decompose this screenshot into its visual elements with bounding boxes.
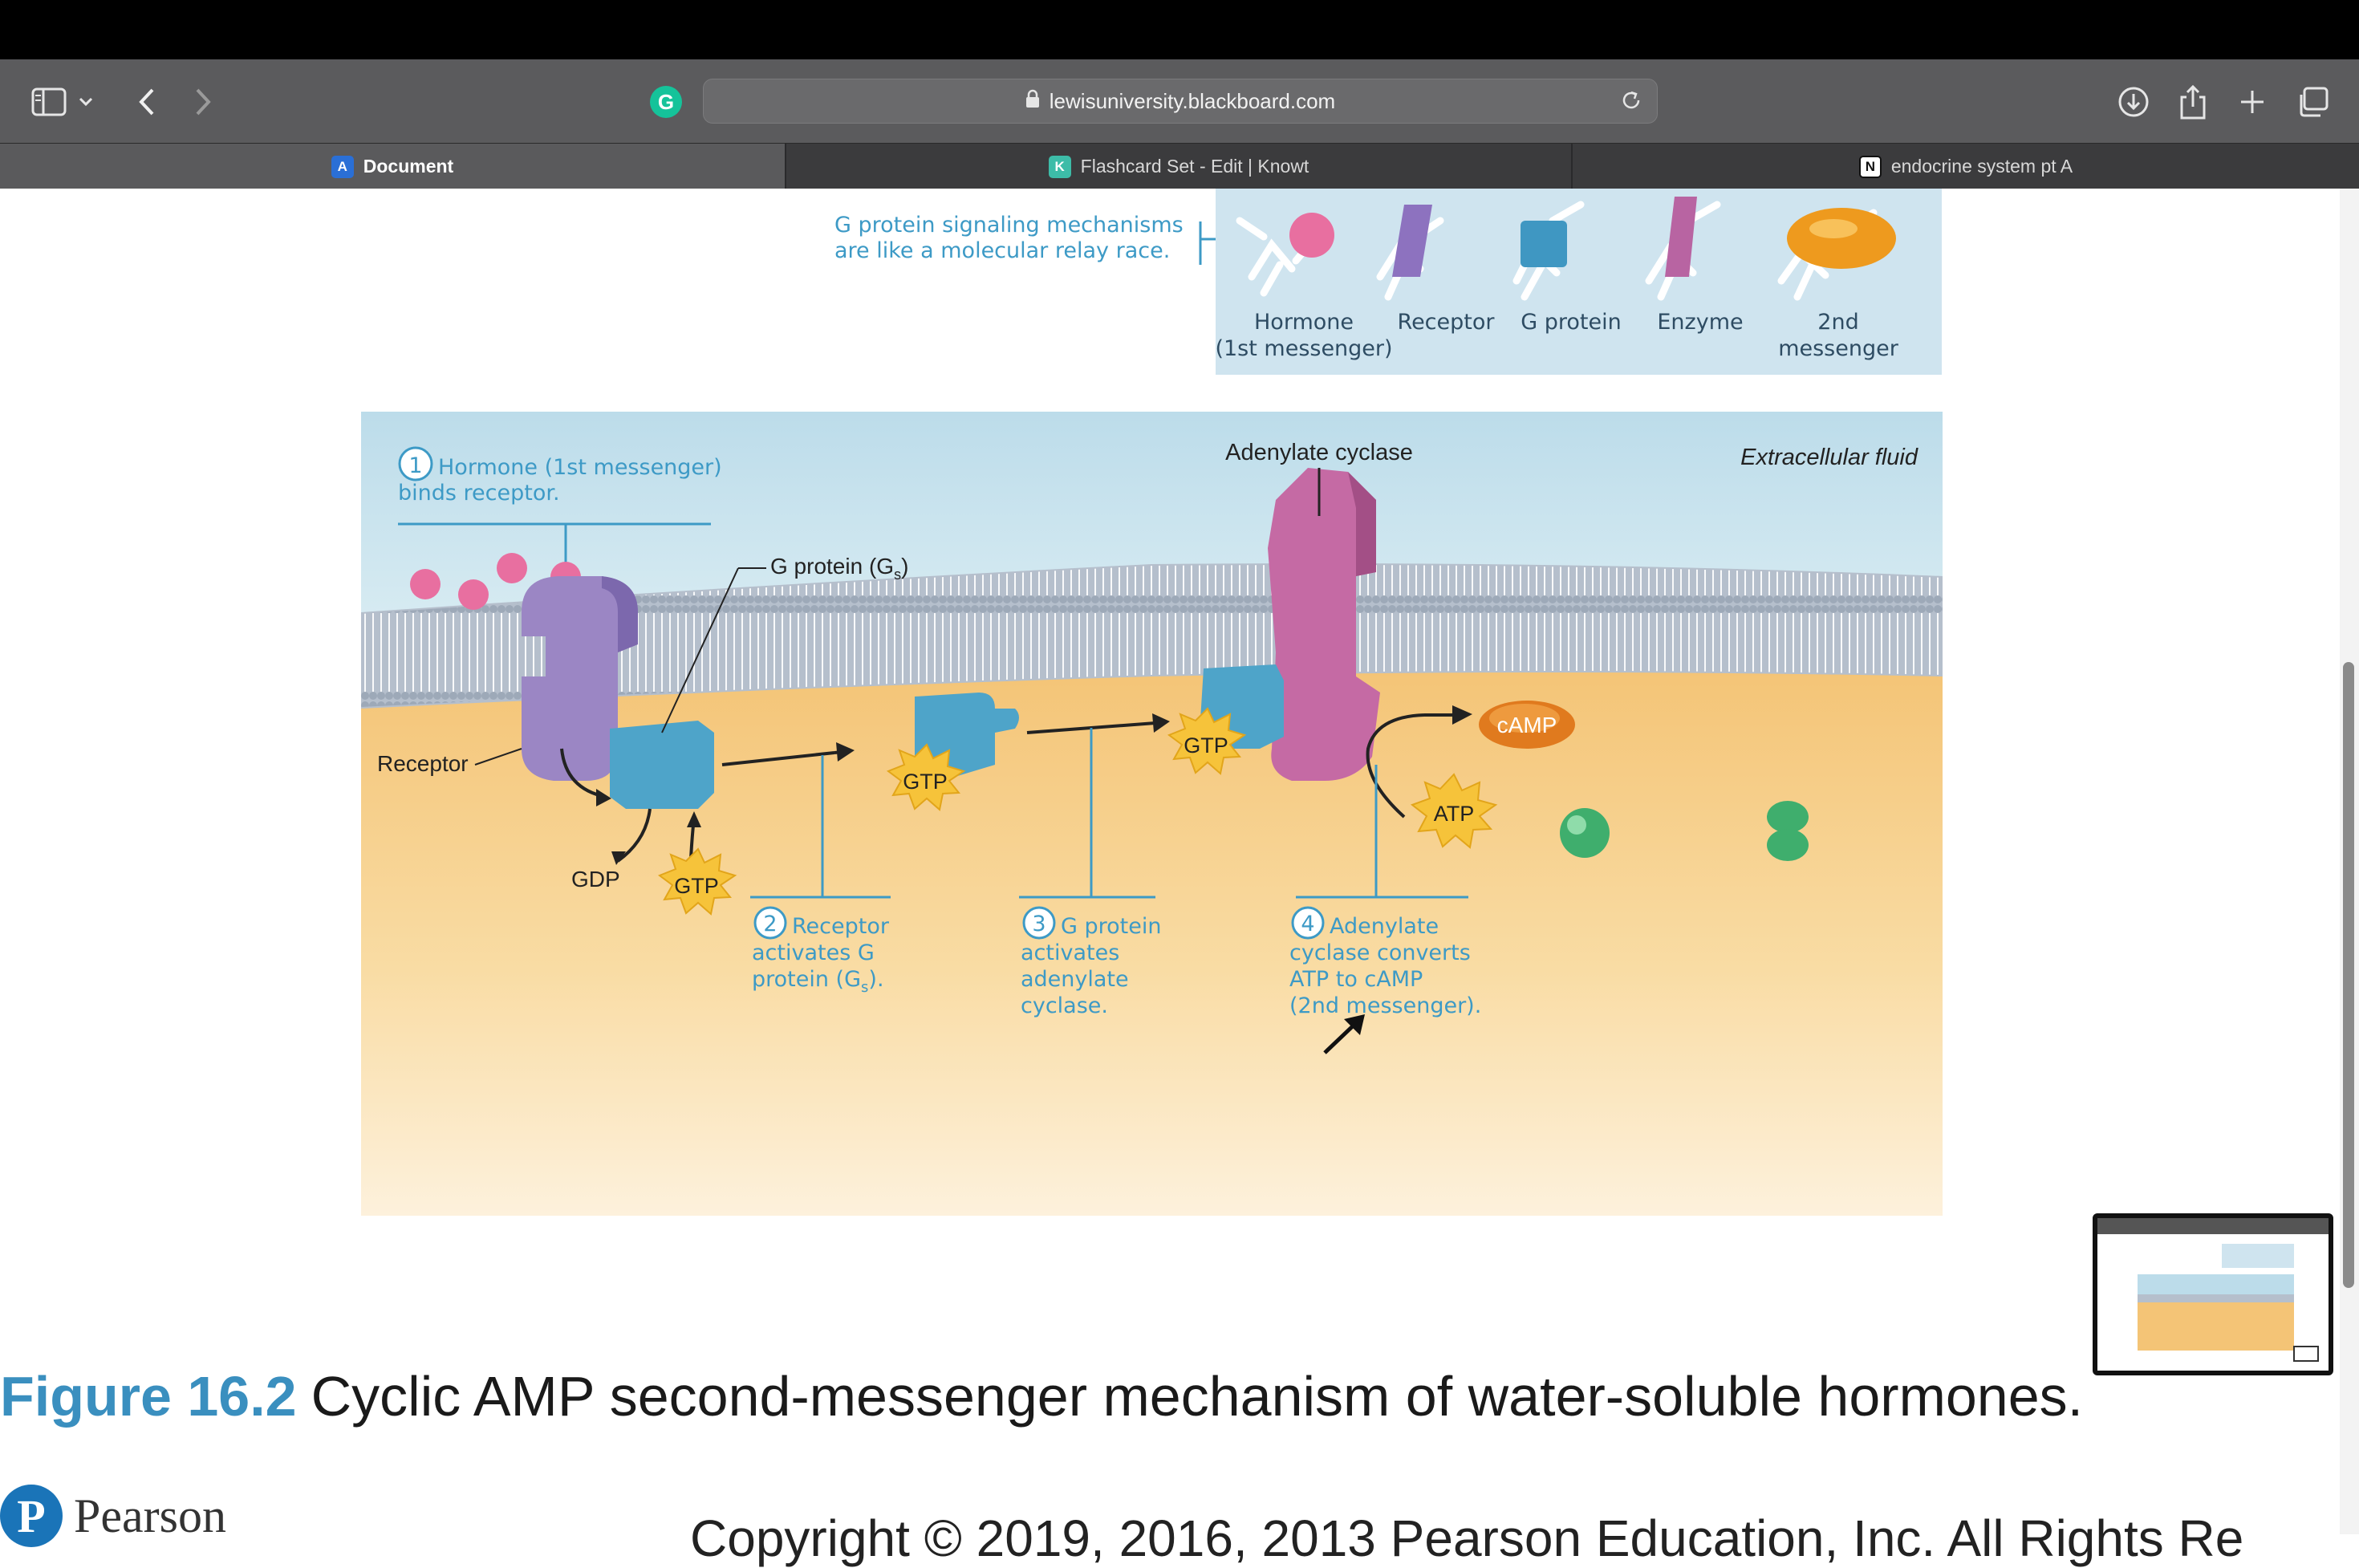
document-favicon-icon: A <box>331 155 354 178</box>
relay-label-receptor: Receptor <box>1398 310 1496 335</box>
figure-title: Cyclic AMP second-messenger mechanism of… <box>311 1365 2084 1428</box>
gdp-label: GDP <box>571 867 620 892</box>
step-4-text: ATP to cAMP <box>1289 967 1423 992</box>
pearson-brand: Pearson <box>74 1489 226 1542</box>
system-top-bar <box>0 0 2359 59</box>
step-3-number: 3 <box>1032 912 1046 936</box>
camp-label: cAMP <box>1497 713 1557 737</box>
green-molecule <box>1560 808 1610 858</box>
tab-divider <box>785 144 786 189</box>
gtp-burst: GTP <box>886 743 966 811</box>
relay-label-second-sub: messenger <box>1778 336 1899 361</box>
enzyme-runner-figure <box>1645 197 1721 301</box>
step-2-text: activates G <box>752 940 875 965</box>
notion-favicon-icon: N <box>1858 155 1882 178</box>
reload-icon[interactable] <box>1620 89 1642 117</box>
tab-label: Flashcard Set - Edit | Knowt <box>1080 156 1309 177</box>
relay-label-hormone: Hormone <box>1254 310 1354 335</box>
copyright-text: Copyright © 2019, 2016, 2013 Pearson Edu… <box>690 1509 2244 1567</box>
step-1-text: Hormone (1st messenger) <box>438 455 722 480</box>
gprotein-inactive <box>610 721 714 809</box>
new-tab-icon[interactable] <box>2231 80 2274 124</box>
step-4-badge <box>1291 906 1325 940</box>
hormone-molecule <box>497 553 527 583</box>
hormone-runner-figure <box>1236 213 1334 297</box>
atp-label: ATP <box>1434 802 1475 826</box>
back-icon[interactable] <box>125 80 168 124</box>
step-3-badge <box>1022 906 1056 940</box>
pearson-footer: P Pearson <box>0 1485 226 1547</box>
adenylate-cyclase-label: Adenylate cyclase <box>1225 440 1413 465</box>
relay-label-gprotein: G protein <box>1521 310 1621 335</box>
relay-caption: G protein signaling mechanisms are like … <box>834 213 1184 264</box>
forward-icon[interactable] <box>181 80 225 124</box>
url-text: lewisuniversity.blackboard.com <box>1049 88 1336 113</box>
step-3-text: cyclase. <box>1021 993 1108 1018</box>
step-2-badge <box>753 906 787 940</box>
sidebar-toggle-icon[interactable] <box>27 80 71 124</box>
relay-label-hormone-sub: (1st messenger) <box>1216 336 1393 361</box>
scrollbar-thumb[interactable] <box>2343 662 2354 1288</box>
step-2-number: 2 <box>763 912 777 936</box>
green-molecule <box>1767 801 1809 833</box>
cursor-arrow-icon <box>1323 1014 1365 1054</box>
step-4-text: (2nd messenger). <box>1289 993 1481 1018</box>
relay-race-panel: Hormone (1st messenger) Receptor G prote… <box>1216 189 1942 375</box>
browser-toolbar: G <box>0 59 2359 143</box>
gtp-burst: GTP <box>1167 707 1247 775</box>
receptor-label: Receptor <box>377 751 469 776</box>
lock-icon <box>1025 89 1040 114</box>
knowt-favicon-icon: K <box>1048 155 1071 178</box>
gtp-label: GTP <box>674 874 719 898</box>
camp-mechanism-diagram: Extracellular fluid 1 Hormone (1st messe… <box>361 412 1943 1216</box>
address-bar[interactable]: lewisuniversity.blackboard.com <box>703 79 1658 124</box>
tab-divider <box>1571 144 1573 189</box>
tab-label: Document <box>363 156 454 177</box>
gtp-burst: GTP <box>657 847 737 916</box>
download-icon[interactable] <box>2112 80 2155 124</box>
extracellular-fluid-label: Extracellular fluid <box>1740 445 1918 470</box>
hormone-molecule <box>458 579 489 610</box>
adenylate-cyclase-protein <box>1268 468 1380 781</box>
step-1-number: 1 <box>408 453 422 478</box>
step-2-text: Receptor <box>792 914 890 939</box>
chevron-down-icon[interactable] <box>72 80 99 124</box>
step-1-badge <box>398 446 433 481</box>
step-3-text: activates <box>1021 940 1119 965</box>
relay-label-enzyme: Enzyme <box>1657 310 1743 335</box>
step-4-number: 4 <box>1301 912 1314 936</box>
relay-caption-line: are like a molecular relay race. <box>834 238 1171 263</box>
step-3-text: G protein <box>1061 914 1161 939</box>
tab-document[interactable]: A Document <box>0 144 785 189</box>
grammarly-icon[interactable]: G <box>644 80 688 124</box>
step-3-text: adenylate <box>1021 967 1129 992</box>
step-2-text: protein (Gs). <box>752 967 884 996</box>
gtp-label: GTP <box>903 770 948 794</box>
tab-bar: A Document K Flashcard Set - Edit | Know… <box>0 143 2359 189</box>
step-4-text: cyclase converts <box>1289 940 1471 965</box>
scrollbar-track[interactable] <box>2340 189 2359 1534</box>
pearson-logo-icon: P <box>0 1485 63 1547</box>
svg-text:G: G <box>658 90 674 114</box>
step-4-text: Adenylate <box>1330 914 1439 939</box>
relay-label-second: 2nd <box>1817 310 1858 335</box>
relay-caption-line: G protein signaling mechanisms <box>834 213 1184 238</box>
receptor-protein <box>522 576 638 781</box>
tab-overview-icon[interactable] <box>2292 80 2335 124</box>
atp-burst: ATP <box>1410 773 1498 849</box>
tab-flashcard-set[interactable]: K Flashcard Set - Edit | Knowt <box>786 144 1571 189</box>
share-icon[interactable] <box>2171 80 2215 124</box>
step-1-text: binds receptor. <box>398 481 560 506</box>
tab-endocrine[interactable]: N endocrine system pt A <box>1573 144 2359 189</box>
gtp-label: GTP <box>1184 733 1228 758</box>
gprotein-label: G protein (Gs) <box>770 554 908 583</box>
second-messenger-runner-figure <box>1777 208 1896 301</box>
tab-label: endocrine system pt A <box>1890 156 2073 177</box>
gprotein-runner-figure <box>1512 201 1585 301</box>
page-thumbnail[interactable] <box>2093 1213 2333 1375</box>
figure-number: Figure 16.2 <box>0 1365 297 1428</box>
receptor-runner-figure <box>1376 205 1444 301</box>
hormone-molecule <box>410 569 441 599</box>
